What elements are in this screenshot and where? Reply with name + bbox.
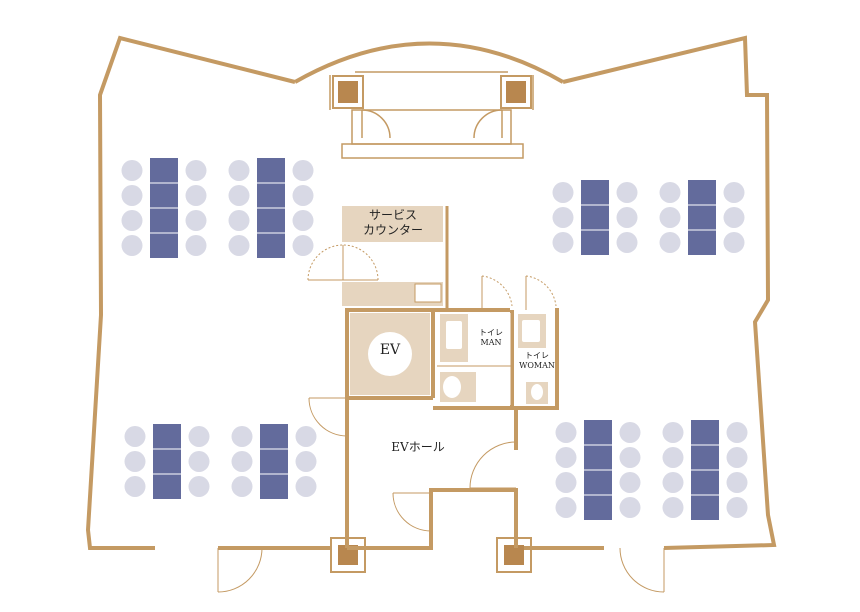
chair [723,182,745,203]
sink [414,283,442,303]
chair [292,235,314,256]
dining-table [688,180,716,255]
chair [185,210,207,231]
chair [188,451,210,472]
toilet-women [514,313,555,405]
toilet-women-label-line1: トイレ [525,351,549,360]
chair [552,232,574,253]
service-door [307,244,379,281]
chair [659,232,681,253]
chair [662,447,684,468]
chair [662,422,684,443]
outer-wall-left [85,35,296,550]
toilet-doors [481,275,557,310]
toilet-women-label: トイレ WOMAN [512,351,562,371]
chair [292,210,314,231]
dining-table [153,424,181,499]
chair [228,185,250,206]
chair [726,497,748,518]
chair [228,160,250,181]
dining-area-upper-right [552,180,745,255]
chair [723,207,745,228]
chair [121,185,143,206]
service-counter [342,206,449,308]
toilet-men-label-line2: MAN [480,338,502,347]
dining-table [260,424,288,499]
top-entrance [329,71,534,159]
chair [185,185,207,206]
chair [292,160,314,181]
service-counter-label-line2: カウンター [362,223,423,237]
chair [231,451,253,472]
toilet-men [437,313,511,405]
chair [726,472,748,493]
toilet-women-label-line2: WOMAN [519,361,555,370]
chair [616,182,638,203]
chair [124,426,146,447]
chair [228,235,250,256]
chair [185,235,207,256]
toilet-men-label: トイレ MAN [470,328,512,348]
chair [619,422,641,443]
chair [662,497,684,518]
chair [616,207,638,228]
chair [295,426,317,447]
chair [121,160,143,181]
chair [726,447,748,468]
chair [619,497,641,518]
dining-area-upper-left [121,158,314,258]
chair [662,472,684,493]
chair [188,426,210,447]
chair [124,451,146,472]
elevator [350,313,430,395]
chair [726,422,748,443]
chair [619,447,641,468]
chair [616,232,638,253]
elevator-label: EV [379,342,401,358]
dining-area-lower-left [124,424,317,499]
pillar-top-left [332,75,364,109]
chair [228,210,250,231]
chair [555,447,577,468]
chair [555,497,577,518]
chair [185,160,207,181]
dining-area-lower-right [555,420,748,520]
service-counter-label-line1: サービス [368,208,417,222]
chair [659,207,681,228]
chair [659,182,681,203]
dining-table [581,180,609,255]
chair [121,210,143,231]
pillar-top-right [500,75,532,109]
chair [188,476,210,497]
hall-doors [217,397,665,593]
chair [552,207,574,228]
outer-walls [85,35,777,550]
chair [619,472,641,493]
chair [555,422,577,443]
chair [121,235,143,256]
chair [555,472,577,493]
toilet-men-label-line1: トイレ [479,328,503,337]
chair [292,185,314,206]
chair [552,182,574,203]
chair [231,426,253,447]
ev-hall-bottom-left [347,488,518,550]
dining-areas [121,158,748,520]
chair [295,451,317,472]
chair [231,476,253,497]
service-counter-label: サービス カウンター [343,208,443,238]
chair [723,232,745,253]
outer-wall-right [562,35,777,550]
chair [124,476,146,497]
elevator-hall-label: EVホール [391,440,445,454]
outer-wall-arch [294,41,565,84]
chair [295,476,317,497]
